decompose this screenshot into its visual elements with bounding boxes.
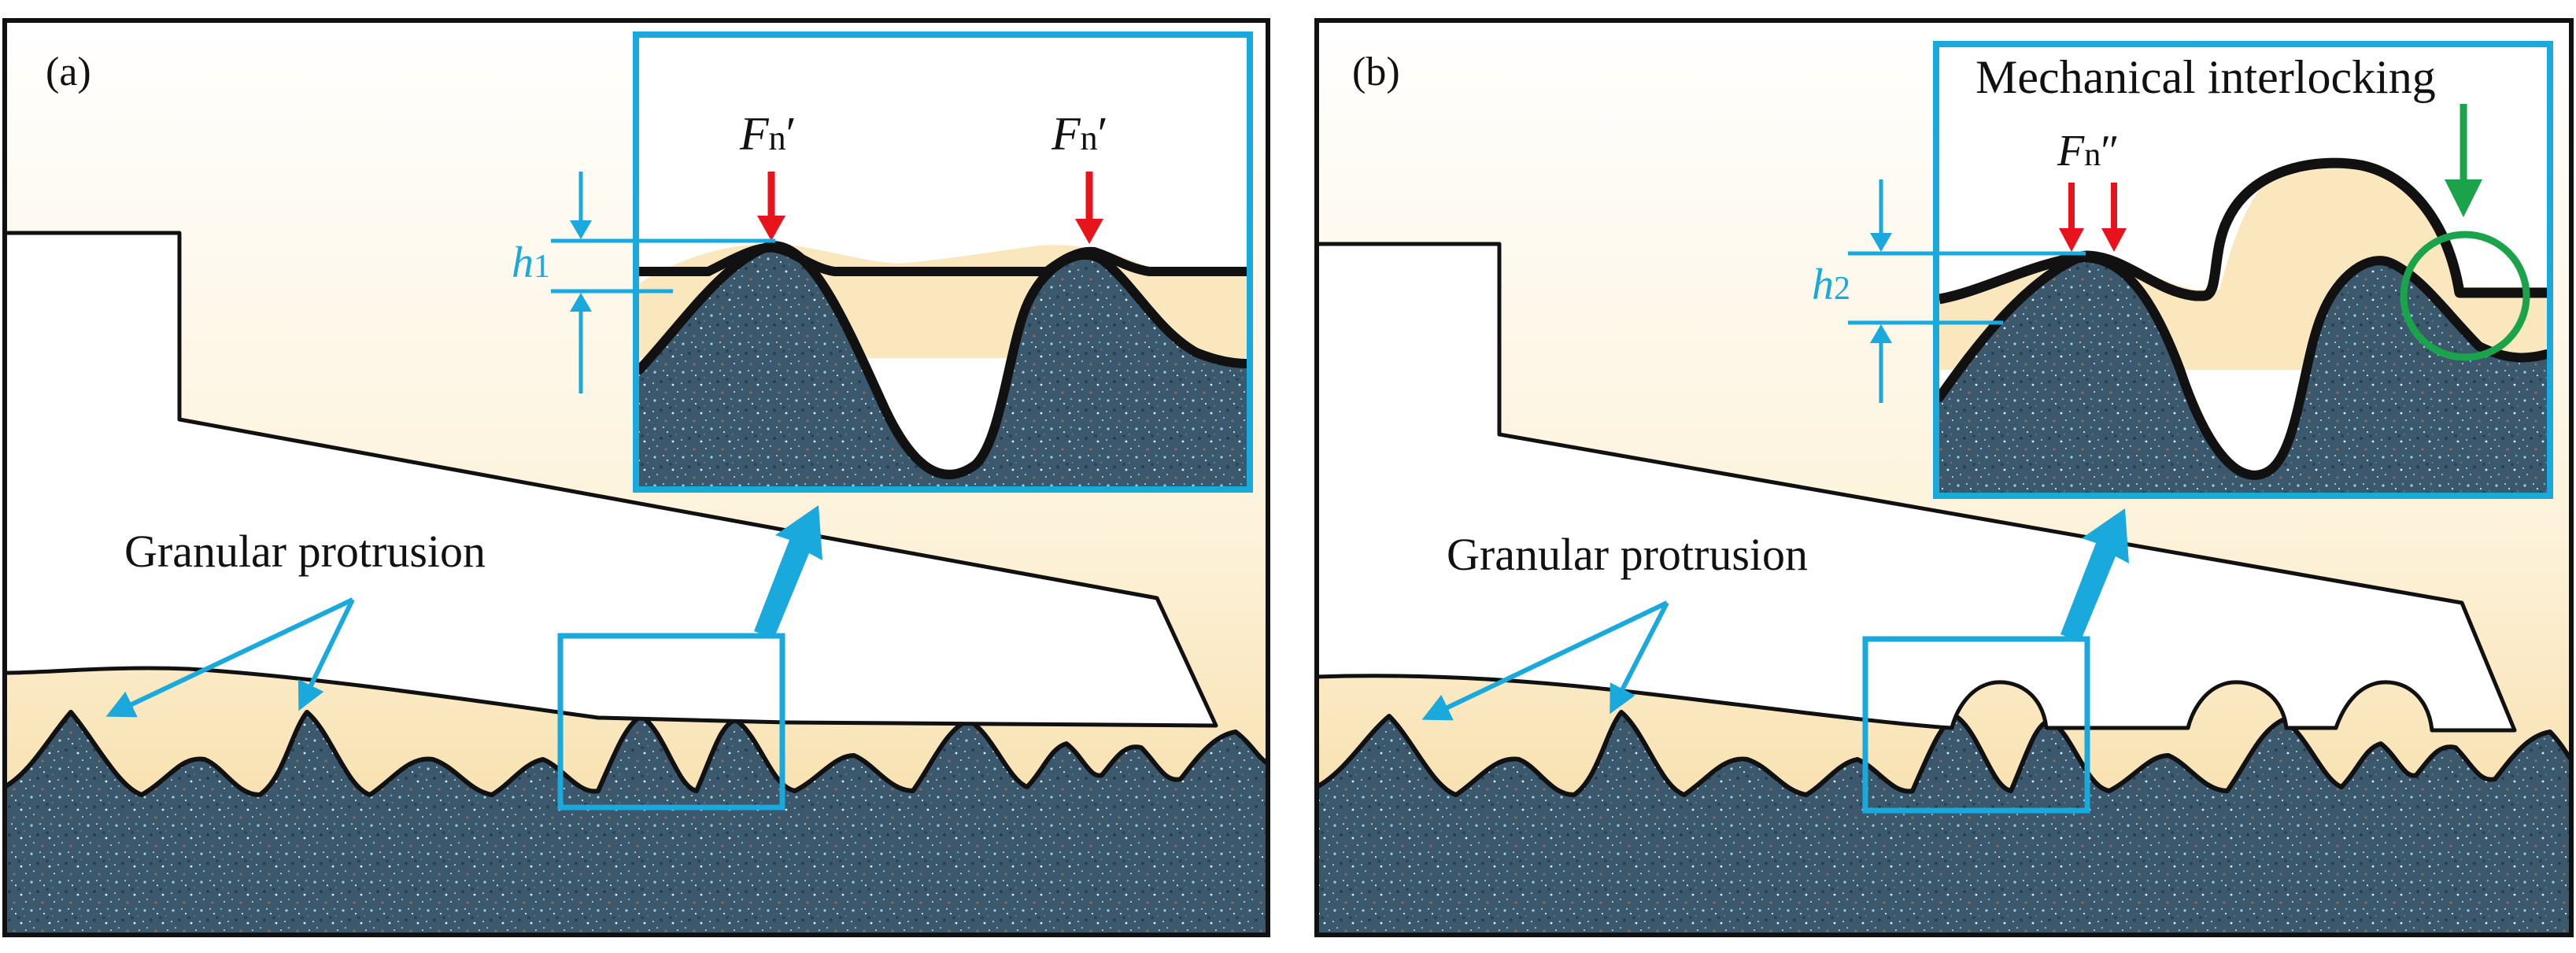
panel-a: (a) Granular protrusion Fn′ — [2, 18, 1270, 937]
panel-a-label: (a) — [46, 50, 91, 94]
panel-b-grit-surface — [1314, 710, 2574, 937]
panel-b-height-dimension — [1848, 179, 2086, 403]
panel-a-height-arrow-top — [570, 220, 592, 239]
panel-a-inset: Fn′ Fn′ — [633, 31, 1253, 493]
panel-b-granular-pointers — [1421, 600, 1669, 721]
panel-b-label: (b) — [1352, 50, 1400, 94]
panel-a-force-arrows — [757, 172, 1103, 244]
panel-b-interlock-arrow-head — [2445, 179, 2482, 217]
panel-a-border — [2, 18, 1270, 937]
panel-b-interlock-circle — [2400, 231, 2530, 361]
panel-a-inset-pad-line — [639, 242, 1247, 276]
panel-b-height-arrow-bottom — [1870, 324, 1892, 343]
panel-b-inset-grit — [1939, 257, 2547, 493]
panel-a-inset-border — [633, 31, 1253, 493]
panel-a-height-dimension — [551, 172, 775, 393]
panel-a-inset-grit — [639, 245, 1247, 486]
panel-a-grit-surface — [2, 710, 1270, 937]
panel-b-force-arrows — [2059, 183, 2127, 252]
panel-a-force-label-1: Fn′ — [739, 108, 796, 160]
panel-a-granular-pointers — [105, 597, 355, 718]
panel-a-friction-pad — [2, 231, 1218, 728]
panel-a-height-arrow-bottom — [570, 293, 592, 312]
panel-b-inset-pad-line — [1938, 157, 2547, 305]
panel-b: (b) Granular protrusion Fn″ — [1314, 18, 2574, 937]
panel-a-detail-box — [557, 633, 785, 811]
panel-b-zoom-arrow — [2060, 508, 2129, 642]
panel-b-interlock-label: Mechanical interlocking — [1975, 51, 2436, 103]
panel-b-height-label: h2 — [1812, 260, 1850, 309]
panel-a-granular-label: Granular protrusion — [124, 526, 486, 577]
panel-b-granular-label: Granular protrusion — [1447, 529, 1808, 580]
panel-b-height-arrow-top — [1870, 233, 1892, 252]
panel-a-force-label-2: Fn′ — [1051, 108, 1108, 160]
panel-b-force-label: Fn″ — [2057, 127, 2120, 175]
panel-b-inset-border — [1933, 41, 2553, 499]
panel-b-inset: Fn″ Mechanical interlocking — [1933, 41, 2553, 499]
panel-b-border — [1314, 18, 2574, 937]
panel-a-height-label: h1 — [512, 238, 550, 287]
panel-b-detail-box — [1862, 636, 2090, 814]
panel-a-zoom-arrow — [754, 505, 822, 639]
